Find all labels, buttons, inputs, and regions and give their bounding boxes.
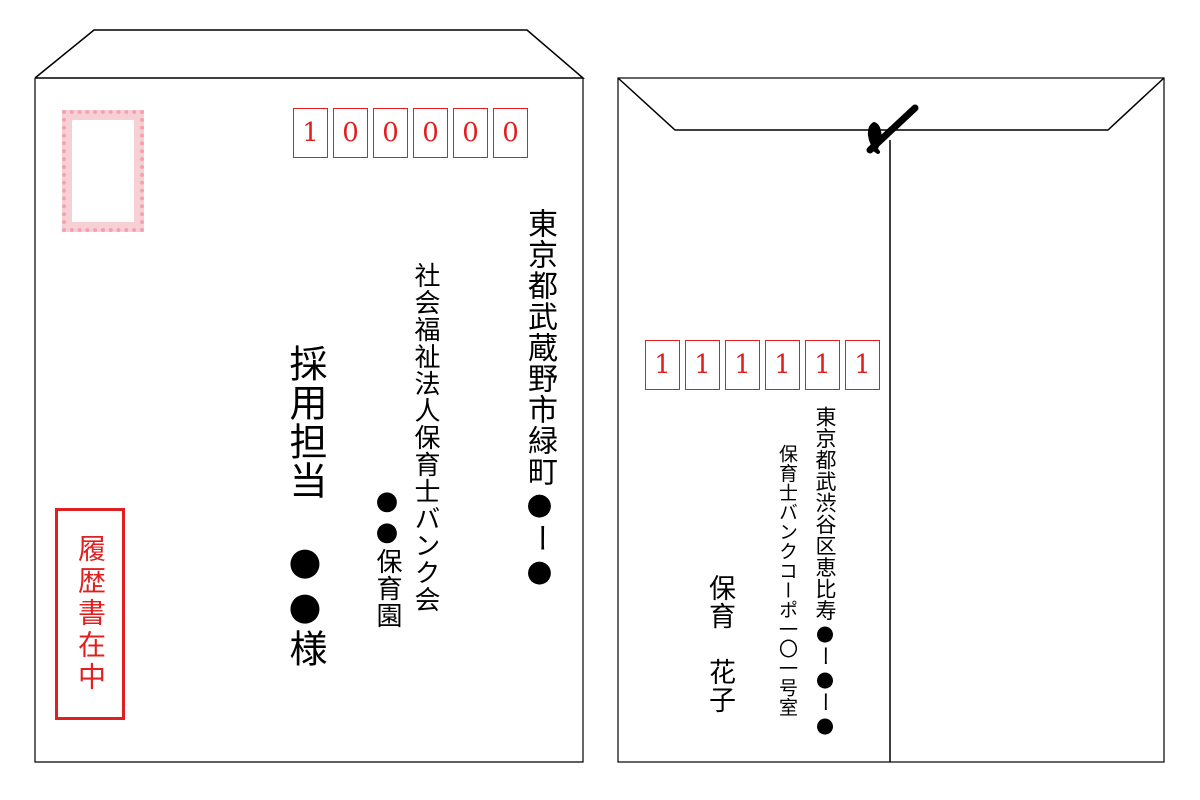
front-address: 東京都武蔵野市緑町●ー●	[522, 208, 557, 590]
notice-text: 履歴書在中	[74, 534, 107, 694]
postal-digit: 1	[765, 340, 800, 390]
resume-enclosed-stamp: 履歴書在中	[55, 508, 125, 720]
postal-digit: 1	[845, 340, 880, 390]
sender-building: 保育士バンクコーポ一〇一号室	[776, 444, 798, 717]
sender-address: 東京都武渋谷区恵比寿●ー●ー●	[813, 406, 837, 738]
stamp-placeholder	[62, 110, 144, 232]
postal-digit: 0	[413, 108, 448, 158]
front-envelope-body	[34, 78, 584, 763]
front-postal-code: 1 0 0 0 0 0	[293, 108, 533, 158]
front-envelope-flap	[34, 29, 586, 79]
postal-digit: 0	[373, 108, 408, 158]
postal-digit: 1	[645, 340, 680, 390]
postal-digit: 0	[453, 108, 488, 158]
postal-digit: 1	[725, 340, 760, 390]
recipient-name: 採用担当 ●●様	[283, 344, 327, 668]
seal-mark-icon	[866, 104, 919, 154]
postal-digit: 1	[805, 340, 840, 390]
organization-name: 社会福祉法人保育士バンク会	[410, 262, 440, 613]
facility-name: ●●保育園	[372, 486, 402, 629]
sender-name: 保育 花子	[704, 574, 735, 714]
back-envelope-flap	[617, 77, 1165, 131]
postal-digit: 0	[333, 108, 368, 158]
postal-digit: 1	[293, 108, 328, 158]
postal-digit: 0	[493, 108, 528, 158]
postal-digit: 1	[685, 340, 720, 390]
back-envelope-body	[617, 77, 1165, 763]
back-postal-code: 1 1 1 1 1 1	[645, 340, 885, 390]
